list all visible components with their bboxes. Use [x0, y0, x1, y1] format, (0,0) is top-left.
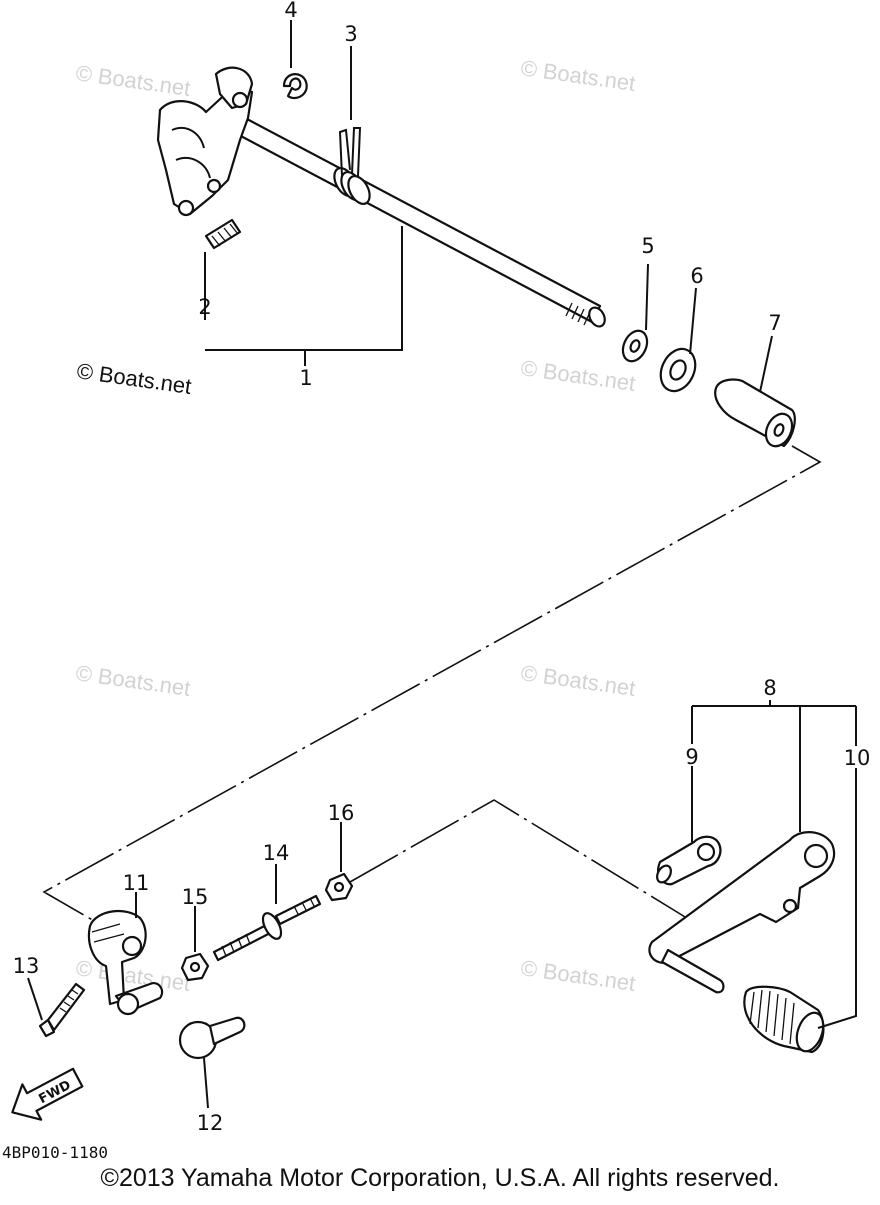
leader-lines — [27, 20, 857, 1109]
callout-16: 16 — [328, 801, 355, 825]
callout-1: 1 — [299, 366, 312, 390]
circlip — [282, 73, 308, 100]
shift-shaft — [235, 116, 602, 324]
callout-5: 5 — [641, 234, 654, 258]
nut-15 — [180, 952, 210, 982]
watermark: © Boats.net — [519, 355, 637, 396]
callout-2: 2 — [198, 295, 211, 319]
callout-10: 10 — [844, 746, 871, 770]
callout-12: 12 — [197, 1111, 224, 1135]
joint-ball — [114, 982, 164, 1016]
callout-15: 15 — [182, 885, 209, 909]
assembly-guide-lines — [42, 445, 822, 923]
callout-7: 7 — [768, 311, 781, 335]
bolt — [38, 982, 86, 1038]
shift-shaft-assembly — [156, 66, 606, 328]
watermark: © Boats.net — [519, 660, 637, 701]
washer — [621, 329, 649, 363]
pedal-rubber — [743, 985, 825, 1054]
arm-spring — [204, 218, 242, 250]
callout-8: 8 — [763, 676, 776, 700]
watermark-dark: © Boats.net — [75, 358, 193, 399]
nut-16 — [324, 872, 354, 902]
forward-arrow: FWD — [11, 1067, 84, 1121]
copyright-notice: ©2013 Yamaha Motor Corporation, U.S.A. A… — [100, 1164, 780, 1192]
shift-arm — [156, 66, 254, 217]
callout-9: 9 — [685, 745, 698, 769]
watermark: © Boats.net — [519, 55, 637, 96]
shift-pedal — [648, 831, 836, 994]
watermark: © Boats.net — [74, 60, 192, 101]
callout-3: 3 — [344, 22, 357, 46]
drawing-code: 4BP010-1180 — [2, 1143, 108, 1162]
rod-end-ball — [178, 1016, 246, 1060]
shift-rod — [212, 894, 322, 962]
watermark: © Boats.net — [74, 660, 192, 701]
oil-seal — [659, 347, 697, 393]
shift-spring — [333, 127, 371, 206]
shift-link-lever — [87, 910, 147, 1006]
watermark: © Boats.net — [519, 955, 637, 996]
shift-pedal-group — [648, 831, 836, 1054]
shift-rod-end — [656, 835, 722, 886]
callout-14: 14 — [263, 841, 290, 865]
callout-13: 13 — [13, 954, 40, 978]
callout-11: 11 — [123, 871, 150, 895]
callout-6: 6 — [690, 264, 703, 288]
collar — [714, 378, 796, 448]
callout-numbers: 1 2 3 4 5 6 7 8 9 10 11 12 13 14 15 16 — [13, 0, 871, 1135]
callout-4: 4 — [284, 0, 297, 22]
